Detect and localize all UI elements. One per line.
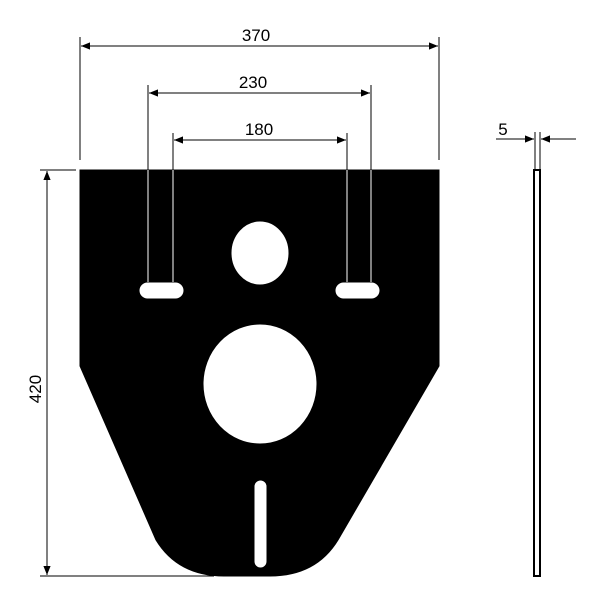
small-upper-opening	[230, 220, 290, 286]
dimension-label-370: 370	[242, 26, 270, 45]
right-mounting-slot	[334, 281, 381, 300]
dimension-label-5: 5	[498, 120, 507, 139]
dimension-label-20: 20	[100, 282, 119, 301]
left-mounting-slot	[138, 281, 185, 300]
dimension-label-420: 420	[26, 375, 45, 403]
bottom-vertical-slot	[253, 479, 268, 569]
dimension-label-10: 10	[294, 511, 313, 530]
dimension-label-230: 230	[239, 73, 267, 92]
large-drain-opening	[202, 323, 318, 445]
dimension-label-180: 180	[245, 120, 273, 139]
side-view-plate	[533, 169, 541, 577]
